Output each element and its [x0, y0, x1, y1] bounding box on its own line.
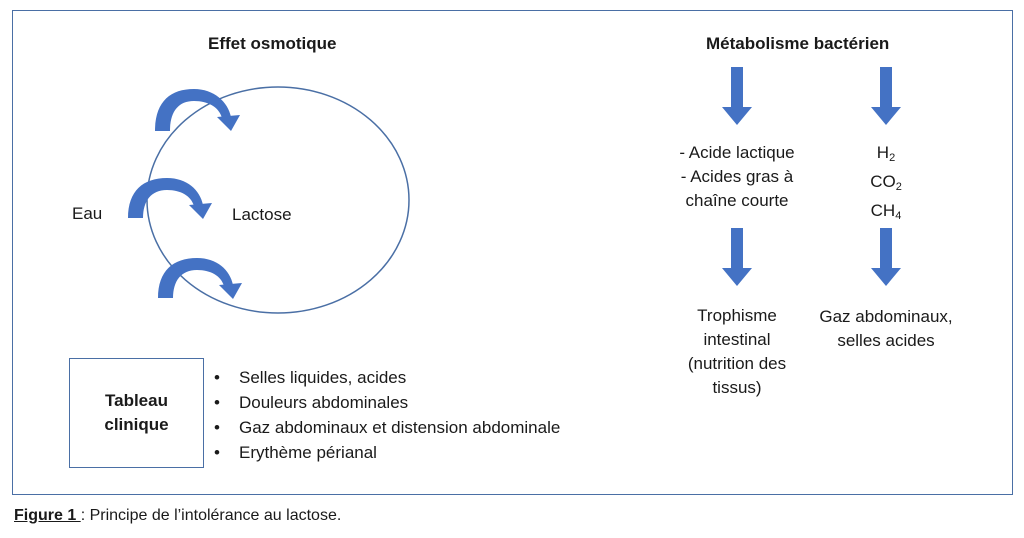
down-arrow-gases — [871, 67, 901, 125]
cell-membrane-circle — [146, 86, 410, 314]
down-arrow-gas-effects — [871, 228, 901, 286]
symptoms-list: Selles liquides, acides Douleurs abdomin… — [214, 365, 560, 465]
fermentation-acids-text: - Acide lactique - Acides gras à chaîne … — [679, 143, 795, 210]
figure-number: Figure 1 — [14, 507, 81, 524]
gas-carbon-dioxide: CO2 — [870, 172, 902, 193]
osmotic-effect-title: Effet osmotique — [208, 34, 337, 53]
intestinal-trophism-text: Trophisme intestinal (nutrition des tiss… — [687, 306, 787, 397]
down-arrow-acids — [722, 67, 752, 125]
down-arrow-trophism — [722, 228, 752, 286]
list-item: Erythème périanal — [214, 440, 560, 465]
osmosis-arrow-bottom — [158, 258, 242, 299]
figure-frame — [12, 10, 1013, 495]
clinical-picture-box: Tableau clinique — [69, 358, 204, 468]
figure-caption: Figure 1 : Principe de l’intolérance au … — [14, 505, 341, 527]
gas-effects-text: Gaz abdominaux, selles acides — [819, 307, 953, 350]
lactose-label: Lactose — [232, 205, 292, 224]
water-label: Eau — [72, 204, 103, 223]
gas-methane: CH4 — [870, 201, 902, 222]
osmosis-arrow-top — [155, 89, 240, 131]
osmosis-arrow-middle — [128, 178, 212, 219]
gas-hydrogen: H2 — [876, 143, 896, 164]
fermentation-gases-list: H2 CO2 CH4 — [846, 141, 926, 228]
list-item: Selles liquides, acides — [214, 365, 560, 390]
list-item: Gaz abdominaux et distension abdominale — [214, 415, 560, 440]
clinical-picture-label: Tableau clinique — [104, 391, 169, 434]
list-item: Douleurs abdominales — [214, 390, 560, 415]
caption-text: : Principe de l’intolérance au lactose. — [80, 507, 342, 524]
bacterial-metabolism-title: Métabolisme bactérien — [706, 34, 890, 53]
